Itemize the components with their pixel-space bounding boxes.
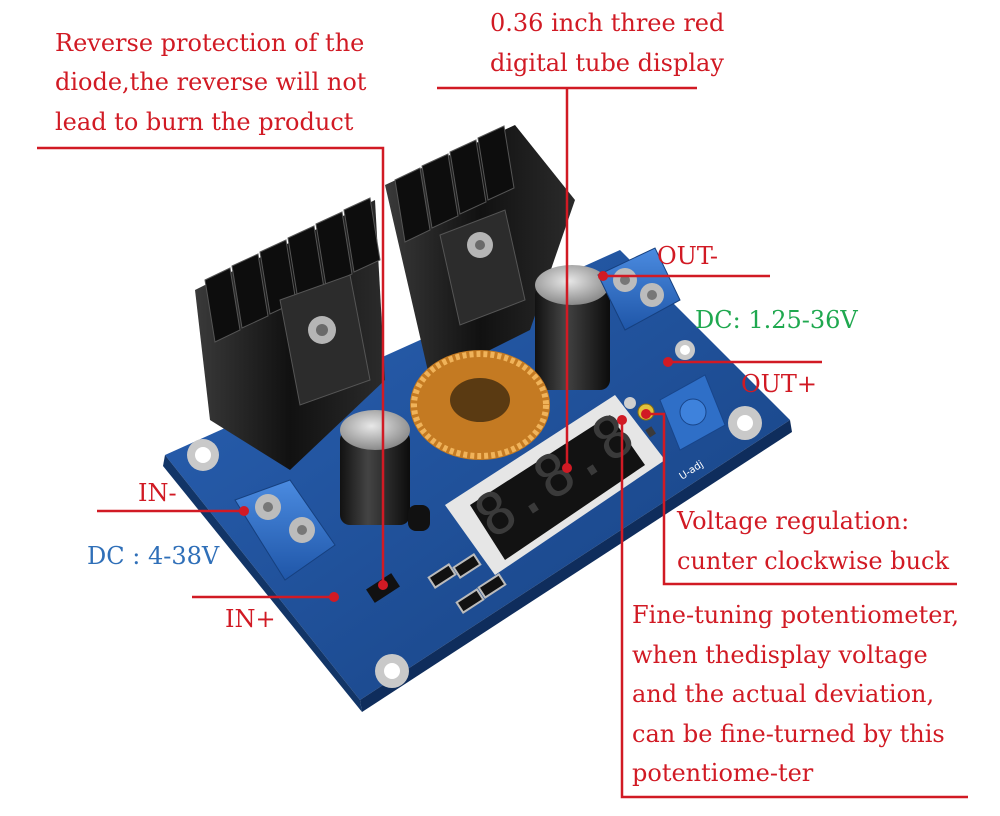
- pcb-board: [163, 250, 792, 712]
- leader-lines: [37, 86, 968, 799]
- mounting-hole-top: [675, 340, 695, 360]
- regulator-chip-left: [279, 274, 371, 406]
- out-minus-label: OUT-: [657, 242, 718, 270]
- out-plus-label: OUT+: [741, 370, 818, 398]
- fine-tuning-annotation-line4: can be fine-turned by this: [632, 720, 945, 748]
- in-plus-label: IN+: [225, 605, 276, 633]
- capacitor-output: [535, 265, 610, 390]
- heatsink-right: [385, 125, 575, 380]
- capacitor-input: [340, 410, 410, 525]
- diode-annotation-line2: diode,the reverse will not: [55, 68, 367, 96]
- output-range-label: DC: 1.25-36V: [695, 306, 858, 334]
- fine-tuning-annotation-line3: and the actual deviation,: [632, 680, 935, 708]
- fine-tuning-annotation-line2: when thedisplay voltage: [632, 641, 928, 669]
- transistor-small: [408, 505, 430, 531]
- diode-annotation-line1: Reverse protection of the: [55, 29, 365, 57]
- diode-annotation-line3: lead to burn the product: [55, 108, 354, 136]
- mounting-hole-right: [728, 406, 762, 440]
- regulator-chip-right: [439, 209, 526, 326]
- leader-regulation: [646, 412, 957, 586]
- regulation-annotation-line1: Voltage regulation:: [677, 507, 910, 535]
- regulation-annotation-line2: cunter clockwise buck: [677, 547, 950, 575]
- mounting-hole-left: [187, 439, 219, 471]
- input-terminal: [234, 479, 336, 581]
- input-range-label: DC : 4-38V: [87, 542, 220, 570]
- fine-tuning-annotation-line5: potentiome-ter: [632, 759, 814, 787]
- mounting-hole-bottom: [375, 654, 409, 688]
- heatsink-left: [195, 197, 385, 470]
- leader-dots: [239, 271, 673, 602]
- in-minus-label: IN-: [138, 479, 177, 507]
- display-annotation-line1: 0.36 inch three red: [490, 9, 725, 37]
- leader-fine-tuning: [620, 420, 968, 799]
- leader-diode: [37, 146, 385, 585]
- output-terminal: [597, 247, 681, 331]
- smd-components: [427, 553, 507, 614]
- fine-tuning-annotation-line1: Fine-tuning potentiometer,: [632, 601, 959, 629]
- display-annotation-line2: digital tube display: [490, 49, 724, 77]
- inductor-coil: [410, 350, 550, 460]
